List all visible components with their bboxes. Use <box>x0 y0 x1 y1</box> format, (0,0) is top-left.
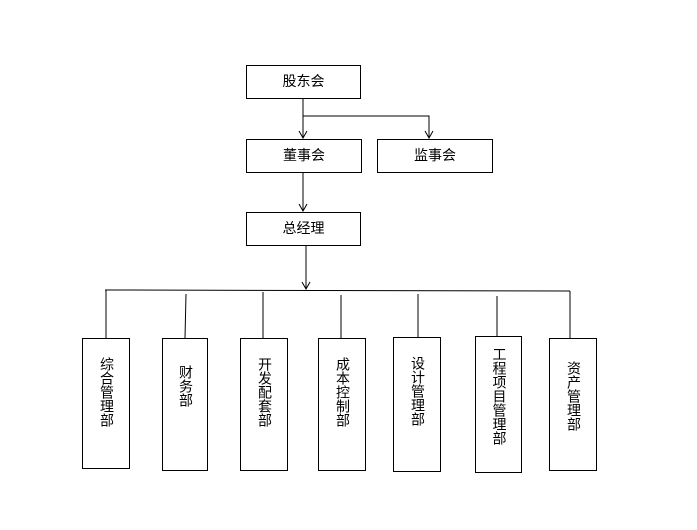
dept-box-finance: 财务部 <box>162 338 208 471</box>
dept-label: 财务部 <box>177 365 193 407</box>
dept-box-asset-management: 资产管理部 <box>549 338 597 471</box>
general-manager-label: 总经理 <box>282 221 325 237</box>
dept-box-engineering-project: 工程项目管理部 <box>475 336 522 473</box>
dept-label: 设计管理部 <box>409 356 425 426</box>
department-bus-line <box>104 289 571 292</box>
supervisors-label: 监事会 <box>414 148 456 164</box>
board-label: 董事会 <box>283 148 325 164</box>
dept-label: 成本控制部 <box>334 357 350 427</box>
shareholders-box: 股东会 <box>246 65 361 99</box>
board-box: 董事会 <box>246 139 362 173</box>
dept-label: 综合管理部 <box>98 357 114 427</box>
general-manager-box: 总经理 <box>246 212 361 246</box>
shareholders-label: 股东会 <box>282 74 325 90</box>
dept-box-design-management: 设计管理部 <box>393 337 441 472</box>
dept-connector-2 <box>184 293 187 339</box>
arrow-shareholders-to-supervisors <box>303 115 434 140</box>
dept-label: 工程项目管理部 <box>490 347 507 445</box>
dept-box-cost-control: 成本控制部 <box>318 338 366 471</box>
supervisors-box: 监事会 <box>377 139 493 173</box>
dept-label: 资产管理部 <box>565 361 581 431</box>
dept-label: 开发配套部 <box>256 357 272 427</box>
dept-box-development-support: 开发配套部 <box>240 338 288 471</box>
dept-box-general-management: 综合管理部 <box>82 338 130 469</box>
